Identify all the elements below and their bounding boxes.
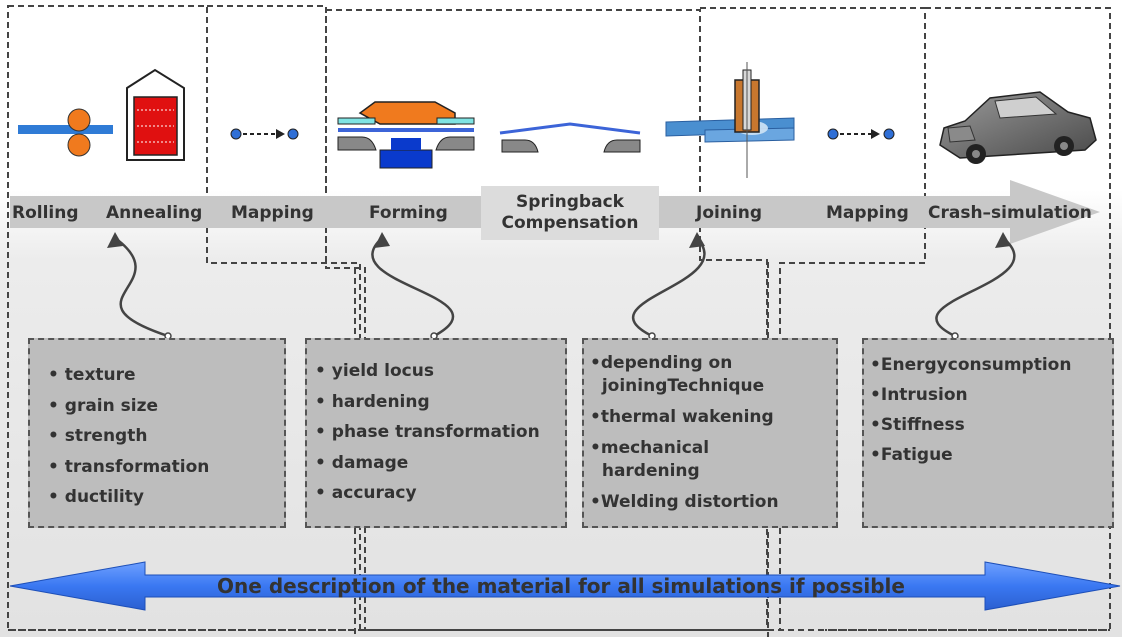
list-item: • yield locus bbox=[315, 361, 434, 381]
pointer-arrowheads bbox=[107, 232, 1011, 248]
joining-properties-box: •depending on joiningTechnique •thermal … bbox=[582, 338, 838, 528]
list-item: •Fatigue bbox=[870, 445, 953, 465]
stage-springback-line1: Springback bbox=[516, 192, 624, 212]
stage-springback: Springback Compensation bbox=[481, 186, 659, 240]
pointer-arrow-forming bbox=[371, 237, 455, 338]
region-crash bbox=[825, 7, 1111, 631]
list-item: •depending on bbox=[590, 353, 733, 373]
list-item: • hardening bbox=[315, 391, 430, 412]
list-item: •Stiffness bbox=[870, 415, 965, 435]
list-item: • strength bbox=[48, 426, 148, 446]
pointer-arrows bbox=[114, 236, 1016, 338]
stage-rolling: Rolling bbox=[12, 203, 79, 223]
footer-double-arrow bbox=[9, 561, 1121, 611]
list-item: •Intrusion bbox=[870, 385, 968, 405]
list-item: •Welding distortion bbox=[590, 492, 779, 512]
list-item: •Energyconsumption bbox=[870, 355, 1072, 375]
region-joining bbox=[700, 7, 926, 630]
stage-forming: Forming bbox=[369, 203, 448, 223]
list-item: • texture bbox=[48, 365, 136, 385]
pointer-arrow-rolling bbox=[114, 236, 169, 338]
list-item: • transformation bbox=[48, 456, 210, 477]
list-item: •mechanical bbox=[590, 438, 710, 458]
forming-tool-icon bbox=[337, 101, 475, 169]
pointer-arrow-crash bbox=[935, 237, 1016, 338]
stage-crash-simulation: Crash–simulation bbox=[928, 203, 1092, 223]
mapping-icon-1 bbox=[230, 128, 299, 140]
furnace-icon bbox=[126, 68, 185, 161]
joining-icon bbox=[665, 62, 795, 178]
list-item: • accuracy bbox=[315, 483, 417, 503]
stage-springback-line2: Compensation bbox=[501, 213, 639, 233]
region-forming bbox=[325, 9, 768, 631]
stage-annealing: Annealing bbox=[106, 203, 203, 223]
rolling-icon bbox=[18, 108, 113, 157]
list-item: • grain size bbox=[48, 395, 159, 416]
stage-mapping-1: Mapping bbox=[231, 203, 314, 223]
footer-text: One description of the material for all … bbox=[217, 574, 905, 598]
list-item: joiningTechnique bbox=[590, 376, 765, 396]
mapping-icon-2 bbox=[827, 128, 895, 140]
crashed-car-icon bbox=[939, 91, 1097, 164]
list-item: • phase transformation bbox=[315, 422, 540, 442]
forming-properties-box: • yield locus • hardening • phase transf… bbox=[305, 338, 567, 528]
springback-icon bbox=[499, 122, 641, 153]
list-item: •thermal wakening bbox=[590, 407, 774, 427]
crash-properties-box: •Energyconsumption •Intrusion •Stiffness… bbox=[862, 338, 1114, 528]
stage-joining: Joining bbox=[696, 203, 763, 223]
pointer-arrow-joining bbox=[632, 237, 706, 338]
list-item: hardening bbox=[590, 461, 700, 481]
stage-mapping-2: Mapping bbox=[826, 203, 909, 223]
list-item: • damage bbox=[315, 452, 409, 473]
list-item: • ductility bbox=[48, 487, 144, 507]
material-properties-box: • texture • grain size • strength • tran… bbox=[28, 338, 286, 528]
